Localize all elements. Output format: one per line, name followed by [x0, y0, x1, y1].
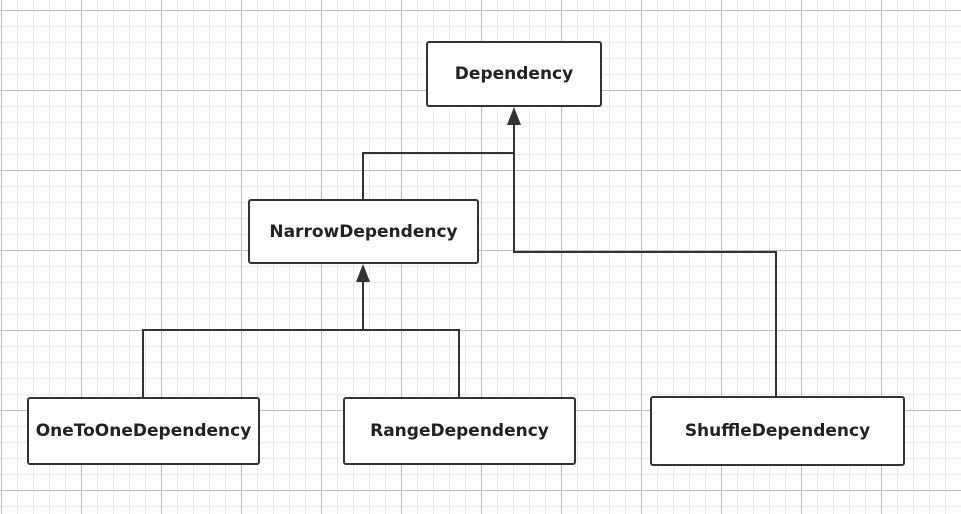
range-dependency-node[interactable]: RangeDependency [343, 397, 576, 465]
arrowhead-narrow [356, 264, 370, 282]
arrowhead-dependency [507, 107, 521, 125]
shuffle-dependency-node[interactable]: ShuffleDependency [650, 396, 905, 466]
range-dependency-label: RangeDependency [370, 421, 549, 441]
one-to-one-dependency-label: OneToOneDependency [35, 421, 252, 441]
edge-onetoone-to-narrow [142, 281, 364, 397]
shuffle-dependency-label: ShuffleDependency [684, 421, 871, 441]
dependency-node[interactable]: Dependency [426, 41, 602, 107]
narrow-dependency-label: NarrowDependency [269, 221, 458, 242]
one-to-one-dependency-node[interactable]: OneToOneDependency [27, 397, 260, 465]
dependency-label: Dependency [454, 64, 574, 84]
edge-shuffle-to-dependency [513, 123, 777, 396]
narrow-dependency-node[interactable]: NarrowDependency [248, 199, 479, 264]
edge-range-to-narrow [363, 329, 460, 397]
edge-narrow-to-dependency [362, 123, 515, 199]
